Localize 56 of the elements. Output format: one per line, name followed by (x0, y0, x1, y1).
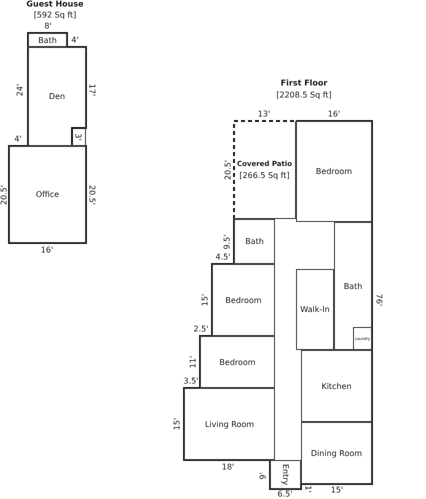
dimension-label: 15' (330, 486, 344, 494)
room-label: Bath (245, 236, 264, 247)
room (200, 336, 275, 388)
room (334, 222, 372, 350)
room (296, 121, 372, 222)
room (296, 269, 334, 350)
dimension-label: 4.5' (216, 252, 230, 262)
room (9, 146, 86, 243)
room (28, 47, 86, 146)
room-label: Kitchen (321, 380, 352, 392)
room (301, 350, 372, 422)
dimension-label: 16' (328, 110, 340, 118)
dimension-label: 2.5' (194, 324, 208, 334)
dimension-label: 20.5' (88, 185, 96, 205)
room-label: Living Room (204, 418, 254, 430)
room-label: Walk-In (300, 304, 330, 315)
room (301, 422, 372, 484)
dimension-label: 16' (40, 246, 54, 254)
plan-heading: First Floor (280, 78, 328, 88)
dimension-label: 6.5' (278, 490, 292, 498)
room-label: Bedroom (225, 294, 262, 306)
dimension-label: 20.5' (224, 160, 232, 180)
dimension-label: 18' (222, 462, 234, 472)
area-label: [2208.5 Sq ft] (276, 90, 332, 100)
dimension-label: 76' (374, 294, 384, 306)
dimension-label: 3' (74, 133, 82, 141)
dimension-label: 1' (304, 485, 312, 493)
room-label: Bath (38, 34, 57, 46)
room-label: Bedroom (219, 356, 256, 368)
area-label: [266.5 Sq ft] (239, 170, 290, 180)
dimension-label: 24' (16, 84, 24, 96)
dimension-label: 9.5' (222, 234, 232, 250)
room (184, 388, 275, 460)
dimension-label: 17' (88, 84, 96, 96)
room-label: Den (48, 91, 66, 102)
room (270, 460, 301, 489)
dimension-label: 4' (71, 36, 79, 44)
dimension-label: 3.5' (184, 376, 198, 386)
dimension-label: 8' (44, 22, 52, 30)
dimension-label: 11' (188, 356, 198, 368)
dimension-label: 13' (258, 110, 270, 118)
room (28, 33, 67, 47)
dimension-label: 4' (14, 134, 22, 144)
room (212, 264, 275, 336)
dimension-label: 15' (172, 418, 182, 430)
room-label: Entry (280, 464, 291, 486)
room-label: Bedroom (316, 166, 352, 177)
room-label: Dining Room (310, 448, 362, 458)
room-label: Bath (344, 280, 362, 292)
dimension-label: 9' (258, 472, 268, 480)
plan-heading: Guest House (26, 0, 84, 8)
room (234, 219, 275, 264)
room-label: Office (36, 189, 60, 200)
area-label: [592 Sq ft] (34, 10, 76, 20)
room (353, 327, 372, 350)
dimension-label: 15' (200, 294, 210, 306)
